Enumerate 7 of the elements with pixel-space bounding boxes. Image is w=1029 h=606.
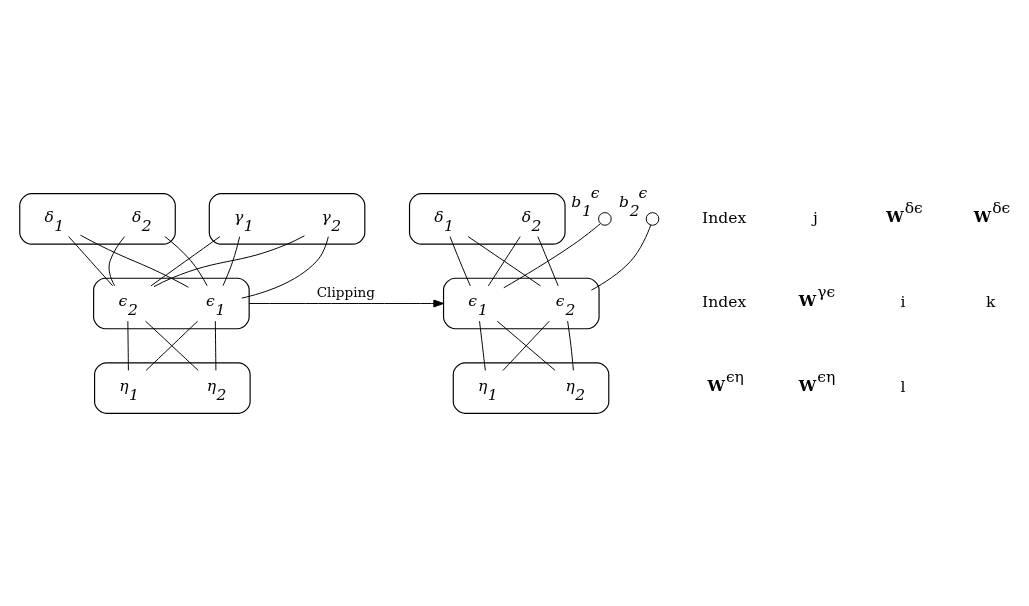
label: Index [702, 292, 747, 311]
label: l [900, 377, 906, 396]
edge-label: Clipping [316, 283, 376, 300]
label: i [900, 292, 906, 311]
label: k [985, 292, 996, 311]
label: Index [702, 208, 747, 227]
label: j [812, 208, 818, 227]
